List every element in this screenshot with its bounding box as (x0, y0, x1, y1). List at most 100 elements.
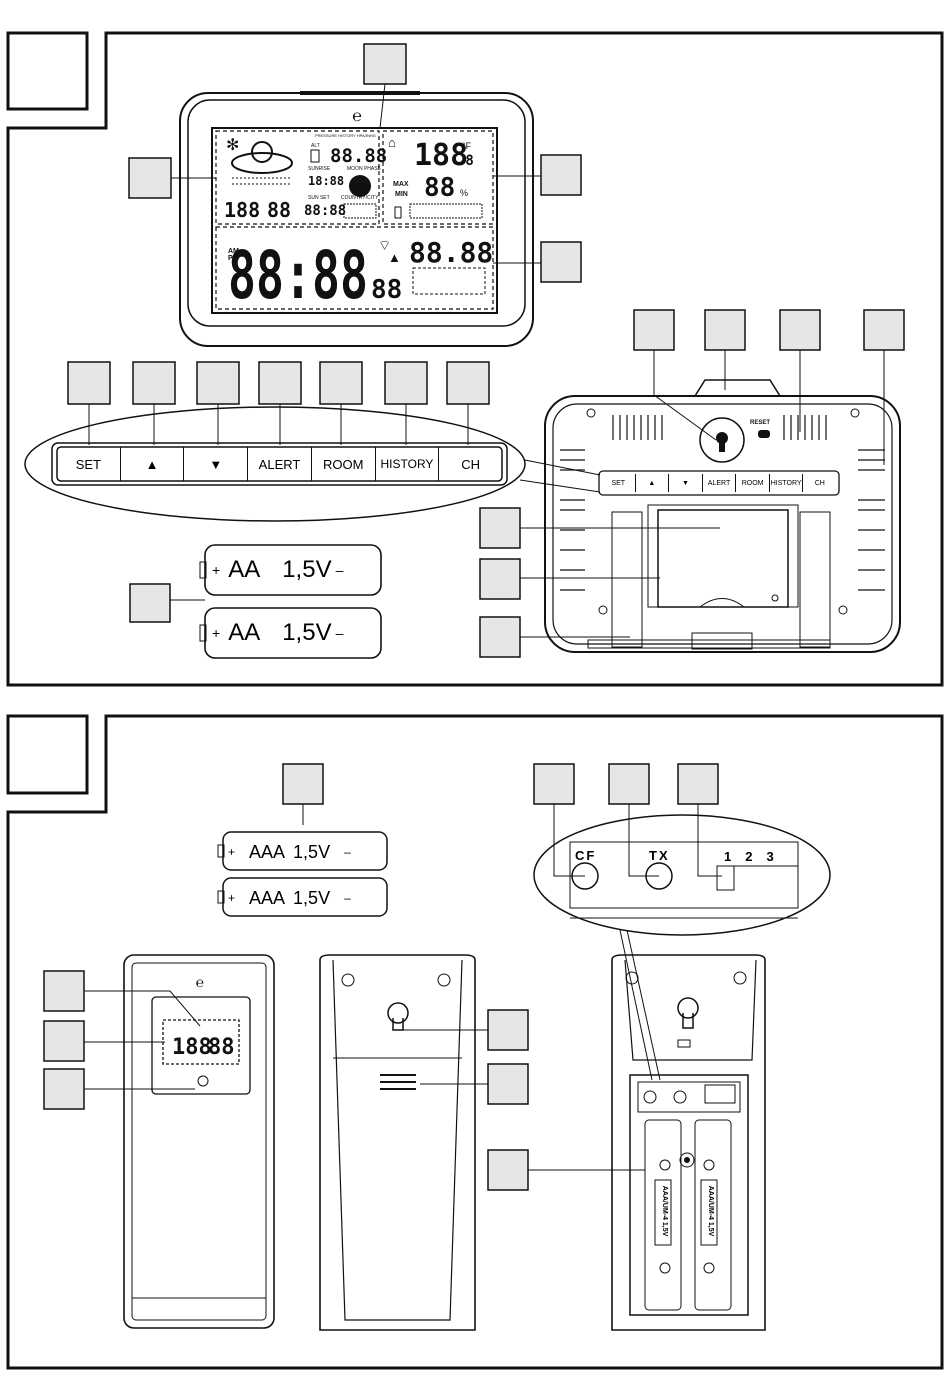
screw-icon (341, 973, 355, 987)
channel-1-label: 1 (724, 849, 732, 864)
alt-label: ALT (311, 143, 320, 149)
cloud-icon (231, 152, 293, 174)
base-station-front: ℮ (179, 91, 534, 347)
min-label: MIN (395, 191, 408, 198)
arrow-up-icon: ▲ (145, 456, 159, 472)
indoor-hum-value: 88 (424, 173, 455, 203)
text-segments (409, 203, 483, 219)
alert-button[interactable]: ALERT (248, 447, 312, 481)
callouts-front (128, 43, 582, 283)
aa-batteries (129, 544, 382, 659)
back-down-button[interactable]: ▼ (669, 474, 703, 492)
battery-voltage: 1,5V (293, 887, 331, 908)
hanging-hole-icon (387, 1002, 409, 1024)
battery-voltage: 1,5V (282, 619, 332, 646)
battery-type: AAA (249, 887, 286, 908)
sensor-hum-value: 88 (208, 1035, 235, 1060)
rain-pattern (232, 177, 290, 185)
battery-cover (657, 509, 789, 608)
down-button[interactable]: ▼ (184, 447, 249, 481)
up-button[interactable]: ▲ (121, 447, 185, 481)
snowflake-icon: ✻ (226, 137, 239, 154)
aaa-battery-label-2: + AAA 1,5V – (228, 884, 383, 912)
led-indicator (197, 1075, 209, 1087)
set-button[interactable]: SET (57, 447, 121, 481)
history-button[interactable]: HISTORY (376, 447, 440, 481)
outdoor-temp-value: 188 (224, 198, 260, 222)
ch-button[interactable]: CH (461, 456, 481, 472)
back-alert-button[interactable]: ALERT (703, 474, 737, 492)
sensor-open (611, 954, 766, 1331)
sunset-time: 88:88 (304, 203, 346, 219)
channel-switch[interactable] (704, 1084, 736, 1104)
moon-phase-icon (349, 175, 371, 197)
battery-compartment (629, 1074, 749, 1316)
callouts-back (479, 309, 905, 658)
back-history-button[interactable]: HISTORY (770, 474, 804, 492)
tx-button[interactable] (673, 1090, 687, 1104)
sensor-temp-value: 188 (172, 1035, 212, 1060)
sun-icon (251, 141, 273, 163)
back-set-button[interactable]: SET (602, 474, 636, 492)
base-station-back: RESET (544, 379, 901, 653)
screw-icon (850, 408, 860, 418)
hanging-hole-icon (699, 417, 745, 463)
tx-label: TX (649, 848, 670, 863)
clock-value: 88:88 (228, 237, 368, 314)
plus-label: + (228, 845, 236, 859)
callouts-sensor-open (487, 1149, 645, 1191)
date-value: 88.88 (409, 236, 493, 269)
pressure-history-label: PRESSURE HISTORY HPA/INHG (315, 133, 376, 138)
aa-battery-label-1: + AA 1,5V – (212, 552, 377, 588)
country-city-label: COUNTRY/CITY (341, 195, 379, 201)
pressure-bar-icon (310, 149, 320, 163)
callouts-sensor-back (400, 1009, 529, 1105)
grip-icon (380, 1074, 416, 1090)
arrow-down-icon: ▼ (209, 456, 223, 472)
figure-1-frame (6, 31, 944, 687)
channel-2-label: 2 (745, 849, 753, 864)
sunrise-time: 18:88 (308, 174, 344, 188)
back-up-button[interactable]: ▲ (636, 474, 670, 492)
battery-voltage: 1,5V (293, 841, 331, 862)
aaa-batteries (217, 763, 388, 917)
sunset-label: SUN SET (308, 195, 330, 201)
back-ch-button[interactable]: CH (814, 479, 825, 487)
temp-unit-label: °F (462, 141, 472, 151)
max-label: MAX (393, 181, 409, 188)
tower-icon: ▲ (388, 250, 401, 265)
aaa-battery-label-1: + AAA 1,5V – (228, 838, 383, 866)
room-button[interactable]: ROOM (312, 447, 376, 481)
outdoor-hum-value: 88 (267, 198, 291, 222)
hanging-hole-icon (677, 997, 699, 1019)
reset-button[interactable] (758, 430, 770, 438)
indoor-temp-value: 188 (414, 138, 468, 173)
battery-voltage: 1,5V (282, 556, 332, 583)
plus-label: + (212, 562, 221, 578)
switch-zoom (533, 763, 831, 1081)
plus-label: + (228, 891, 236, 905)
top-vents (612, 415, 827, 440)
stand-right (799, 511, 831, 648)
cf-label: CF (575, 848, 597, 863)
back-room-button[interactable]: ROOM (736, 474, 770, 492)
screw-icon (586, 408, 596, 418)
screw-icon (733, 971, 747, 985)
lcd-screen: ✻ PRESSURE HISTORY HPA/INHG ALT 88.88 SU… (211, 127, 498, 314)
cell-label-1: AAA/UM-4 1,5V (661, 1185, 668, 1237)
aa-battery-label-2: + AA 1,5V – (212, 615, 377, 651)
battery-type: AAA (249, 841, 286, 862)
figure-2-frame (6, 714, 944, 1370)
battery-type: AA (228, 619, 261, 646)
brand-logo-icon: ℮ (352, 108, 362, 125)
home-icon: ⌂ (388, 135, 396, 150)
hum-unit-label: % (460, 188, 468, 198)
indoor-temp-decimal: .8 (457, 153, 474, 169)
sunrise-label: SUNRISE (308, 166, 331, 172)
cf-button[interactable] (643, 1090, 657, 1104)
radio-signal-icon: ⌔ (378, 237, 391, 253)
stand-left (611, 511, 643, 648)
sensor-front: ℮ 188 88 (123, 954, 275, 1329)
am-label: AM (228, 248, 239, 255)
seconds-value: 88 (371, 275, 402, 305)
